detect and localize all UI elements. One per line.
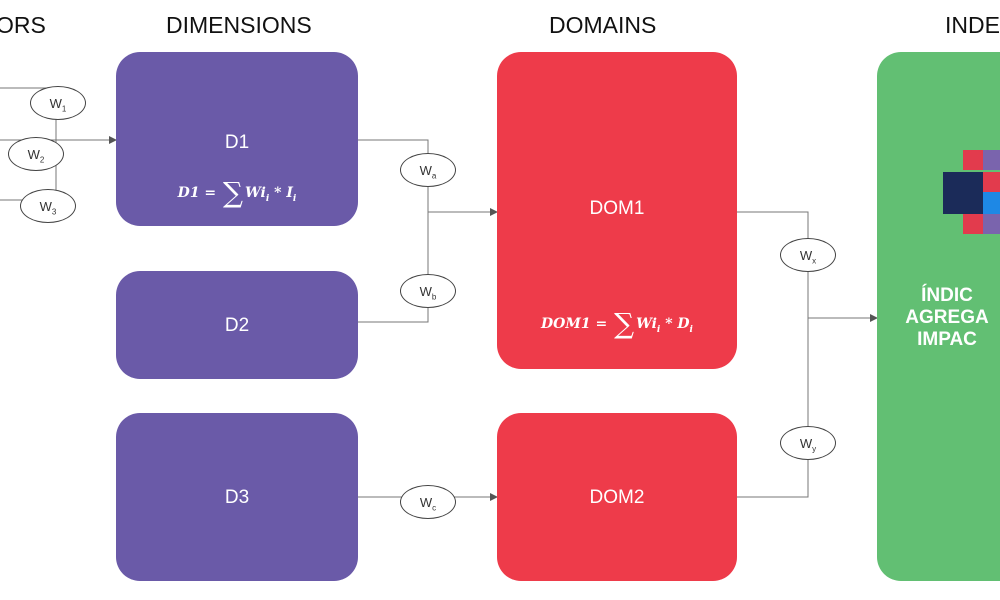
header-domains: DOMAINS [549, 12, 657, 38]
dimension-d3-label: D3 [224, 487, 250, 508]
weight-w2: W2 [8, 137, 64, 171]
dimension-d1-box: D1 D1 = ∑Wii * Ii [116, 52, 358, 226]
index-logo [943, 150, 1000, 234]
weight-wa: Wa [400, 153, 456, 187]
index-formula: ÍNDICE= ∑ Wi [895, 580, 985, 597]
weight-wc: Wc [400, 485, 456, 519]
weight-wb: Wb [400, 274, 456, 308]
header-index: INDE [945, 12, 1000, 38]
weight-wy: Wy [780, 426, 836, 460]
dimension-d1-label: D1 [224, 132, 250, 153]
domain-dom1-label: DOM1 [589, 198, 645, 219]
domain-dom2-box: DOM2 [497, 413, 737, 581]
d1-d2-bracket [358, 139, 429, 323]
weight-w1: W1 [30, 86, 86, 120]
dimension-d3-box: D3 [116, 413, 358, 581]
header-dimensions: DIMENSIONS [166, 12, 312, 38]
domains-bracket [737, 211, 809, 498]
weight-wx: Wx [780, 238, 836, 272]
index-box: ÍNDIC AGREGA IMPAC ÍNDICE= ∑ Wi [877, 52, 1000, 597]
weight-w3: W3 [20, 189, 76, 223]
domain-dom2-label: DOM2 [589, 487, 645, 508]
dimension-d1-formula: D1 = ∑Wii * Ii [177, 176, 297, 209]
dimension-d2-label: D2 [224, 315, 250, 336]
index-title: ÍNDIC AGREGA IMPAC [905, 285, 989, 350]
domain-dom1-box: DOM1 DOM1 = ∑Wii * Di [497, 52, 737, 369]
domain-dom1-formula: DOM1 = ∑Wii * Di [541, 307, 693, 340]
header-indicators: ORS [0, 12, 46, 38]
dimension-d2-box: D2 [116, 271, 358, 379]
